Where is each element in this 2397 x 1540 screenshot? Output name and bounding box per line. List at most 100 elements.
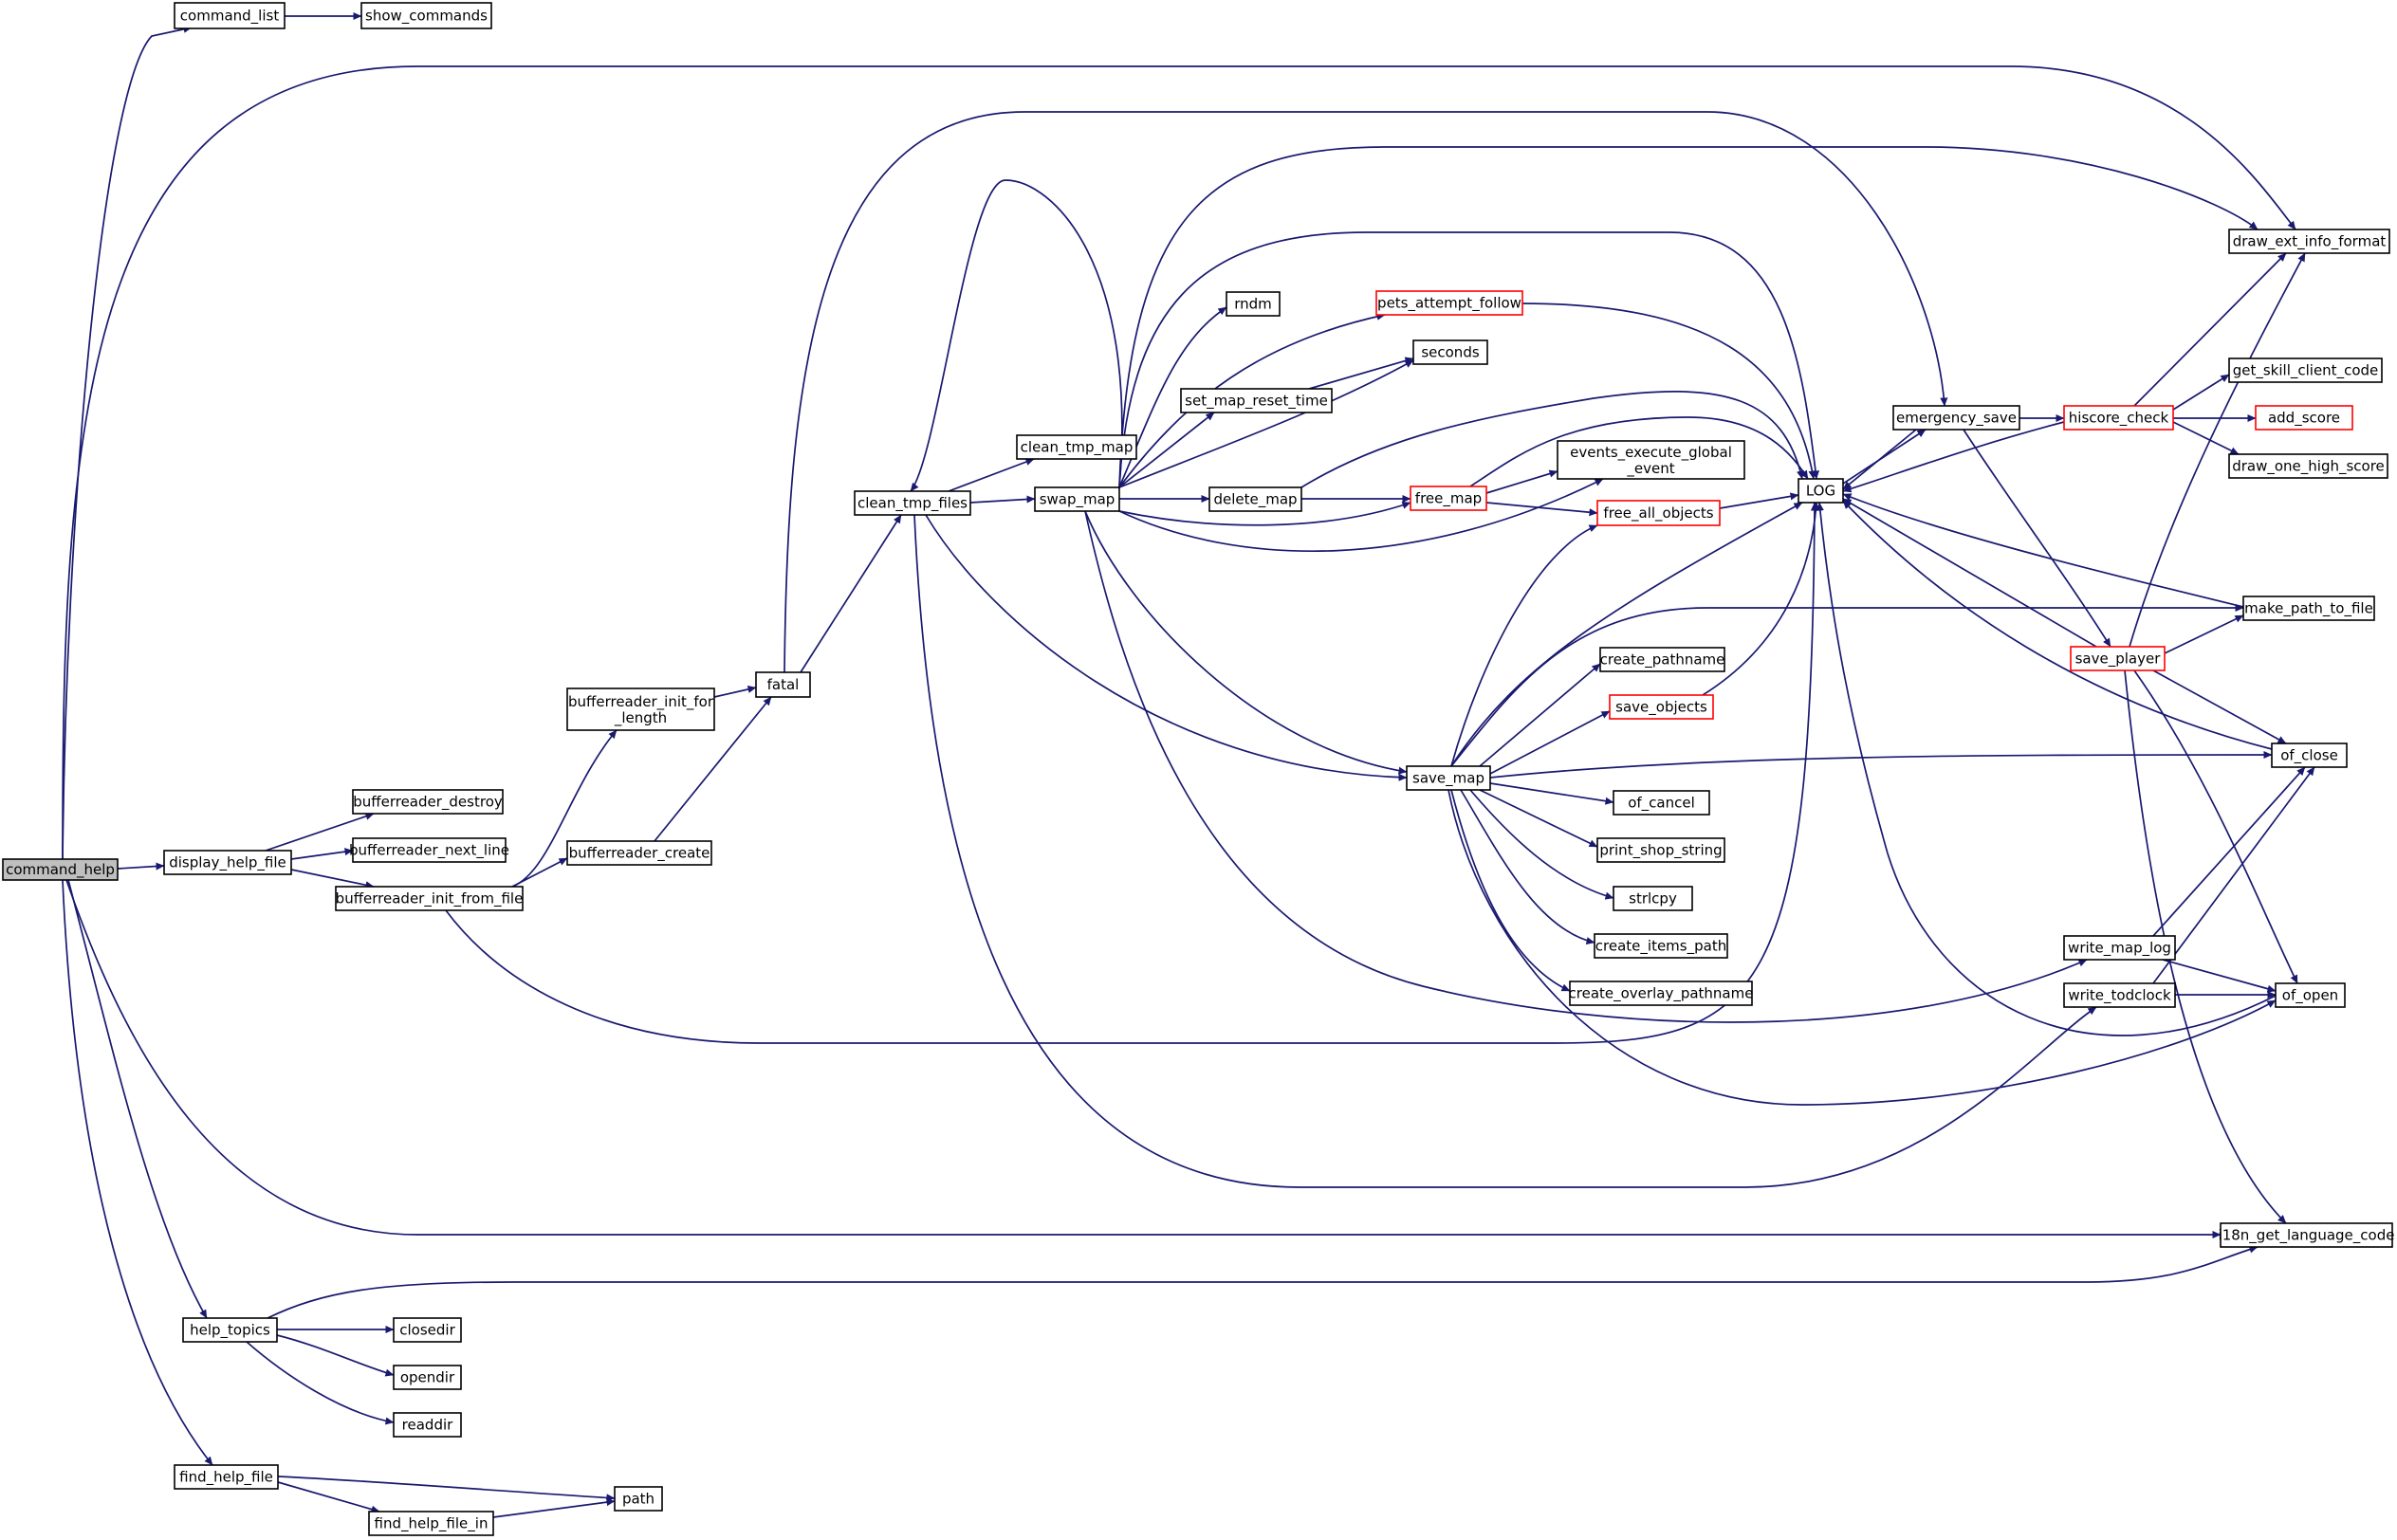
node-draw_ext_info_format[interactable]: draw_ext_info_format	[2228, 229, 2390, 254]
edge-write_map_log-to-of_open	[2162, 959, 2277, 993]
node-display_help_file[interactable]: display_help_file	[163, 850, 292, 875]
node-label: clean_tmp_map	[1021, 439, 1134, 457]
node-rndm[interactable]: rndm	[1226, 291, 1281, 317]
node-bufferreader_destroy[interactable]: bufferreader_destroy	[352, 789, 504, 815]
node-help_topics[interactable]: help_topics	[182, 1317, 278, 1343]
edge-delete_map-to-LOG	[1300, 391, 1804, 488]
edge-save_map-to-of_close	[1489, 750, 2273, 779]
node-command_help[interactable]: command_help	[2, 858, 119, 881]
node-box	[368, 1511, 494, 1536]
node-label: bufferreader_init_from_file	[336, 890, 524, 908]
node-free_all_objects[interactable]: free_all_objects	[1596, 500, 1721, 526]
edge-clean_tmp_files-to-swap_map	[969, 495, 1036, 504]
node-make_path_to_file[interactable]: make_path_to_file	[2242, 596, 2375, 621]
node-save_objects[interactable]: save_objects	[1609, 694, 1714, 720]
node-i18n_get_language_code[interactable]: i18n_get_language_code	[2219, 1222, 2395, 1248]
edge-save_map-to-make_path_to_file	[1450, 603, 2244, 767]
node-bufferreader_create[interactable]: bufferreader_create	[566, 840, 712, 866]
edge-save_player-to-draw_ext_info_format	[2129, 252, 2306, 648]
node-show_commands[interactable]: show_commands	[360, 2, 492, 29]
node-of_close[interactable]: of_close	[2271, 742, 2348, 768]
node-box	[1557, 440, 1745, 480]
edge-save_map-to-print_shop_string	[1479, 789, 1598, 848]
edge-help_topics-to-i18n_get_language_code	[267, 1245, 2259, 1319]
node-box	[1410, 486, 1487, 511]
node-events_execute_global_event[interactable]: events_execute_global_event	[1557, 440, 1745, 480]
node-create_items_path[interactable]: create_items_path	[1594, 933, 1728, 959]
node-box	[1180, 388, 1333, 413]
node-label: i18n_get_language_code	[2219, 1227, 2395, 1245]
node-bufferreader_next_line[interactable]: bufferreader_next_line	[349, 837, 509, 863]
node-create_overlay_pathname[interactable]: create_overlay_pathname	[1569, 981, 1754, 1006]
node-of_open[interactable]: of_open	[2275, 982, 2346, 1008]
node-clean_tmp_files[interactable]: clean_tmp_files	[854, 490, 971, 516]
node-box	[1034, 486, 1120, 512]
edge-display_help_file-to-bufferreader_destroy	[265, 812, 375, 852]
edge-save_map-to-free_all_objects	[1450, 524, 1598, 767]
node-label: save_map	[1412, 770, 1484, 788]
node-draw_one_high_score[interactable]: draw_one_high_score	[2228, 453, 2388, 479]
node-label: rndm	[1234, 296, 1272, 313]
node-write_todclock[interactable]: write_todclock	[2063, 982, 2176, 1008]
node-label: path	[622, 1491, 655, 1508]
node-clean_tmp_map[interactable]: clean_tmp_map	[1016, 434, 1137, 460]
edge-pets_attempt_follow-to-LOG	[1521, 302, 1816, 480]
node-bufferreader_init_from_file[interactable]: bufferreader_init_from_file	[335, 886, 524, 911]
edge-save_map-to-LOG	[1450, 502, 1803, 767]
node-readdir[interactable]: readdir	[393, 1412, 462, 1438]
node-box	[1798, 478, 1844, 504]
node-pets_attempt_follow[interactable]: pets_attempt_follow	[1375, 290, 1523, 316]
node-LOG[interactable]: LOG	[1798, 478, 1844, 504]
node-fatal[interactable]: fatal	[755, 671, 811, 698]
edge-clean_tmp_files-to-save_map	[925, 514, 1408, 781]
node-box	[2063, 982, 2176, 1008]
node-box	[2228, 453, 2388, 479]
node-set_map_reset_time[interactable]: set_map_reset_time	[1180, 388, 1333, 413]
node-opendir[interactable]: opendir	[393, 1365, 462, 1390]
node-label: readdir	[402, 1417, 453, 1434]
node-command_list[interactable]: command_list	[174, 2, 286, 29]
edge-swap_map-to-free_map	[1118, 501, 1411, 526]
node-seconds[interactable]: seconds	[1412, 339, 1488, 365]
node-path[interactable]: path	[614, 1486, 663, 1512]
node-label: bufferreader_destroy	[353, 794, 503, 812]
node-box	[393, 1365, 462, 1390]
node-bufferreader_init_for_length[interactable]: bufferreader_init_for_length	[566, 688, 715, 731]
edge-help_topics-to-readdir	[246, 1341, 395, 1425]
node-box	[2271, 742, 2348, 768]
node-label: fatal	[767, 676, 800, 693]
node-create_pathname[interactable]: create_pathname	[1599, 647, 1725, 672]
node-save_player[interactable]: save_player	[2070, 646, 2166, 671]
node-print_shop_string[interactable]: print_shop_string	[1596, 837, 1725, 863]
node-label: find_help_file	[179, 1469, 273, 1487]
node-label: bufferreader_create	[569, 845, 710, 863]
node-get_skill_client_code[interactable]: get_skill_client_code	[2228, 358, 2383, 383]
edge-command_help-to-help_topics	[67, 879, 208, 1319]
node-find_help_file[interactable]: find_help_file	[174, 1464, 279, 1490]
node-write_map_log[interactable]: write_map_log	[2063, 935, 2176, 961]
edge-free_map-to-free_all_objects	[1485, 502, 1598, 517]
node-free_map[interactable]: free_map	[1410, 486, 1487, 511]
node-label: create_items_path	[1595, 938, 1726, 956]
node-box	[1599, 647, 1725, 672]
node-box	[2228, 358, 2383, 383]
node-box	[1596, 837, 1725, 863]
node-box	[1375, 290, 1523, 316]
node-box	[360, 2, 492, 29]
node-strlcpy[interactable]: strlcpy	[1613, 886, 1693, 911]
node-save_map[interactable]: save_map	[1406, 765, 1491, 791]
node-swap_map[interactable]: swap_map	[1034, 486, 1120, 512]
node-hiscore_check[interactable]: hiscore_check	[2063, 405, 2174, 431]
node-find_help_file_in[interactable]: find_help_file_in	[368, 1511, 494, 1536]
node-box	[163, 850, 292, 875]
edge-write_map_log-to-of_close	[2152, 766, 2306, 937]
node-closedir[interactable]: closedir	[393, 1317, 462, 1343]
node-add_score[interactable]: add_score	[2255, 405, 2353, 431]
node-label: events_execute_global_event	[1570, 444, 1732, 478]
node-emergency_save[interactable]: emergency_save	[1892, 405, 2020, 431]
node-of_cancel[interactable]: of_cancel	[1613, 790, 1710, 816]
node-delete_map[interactable]: delete_map	[1208, 486, 1302, 512]
edge-save_objects-to-LOG	[1702, 502, 1820, 696]
edge-swap_map-to-set_map_reset_time	[1118, 412, 1215, 488]
